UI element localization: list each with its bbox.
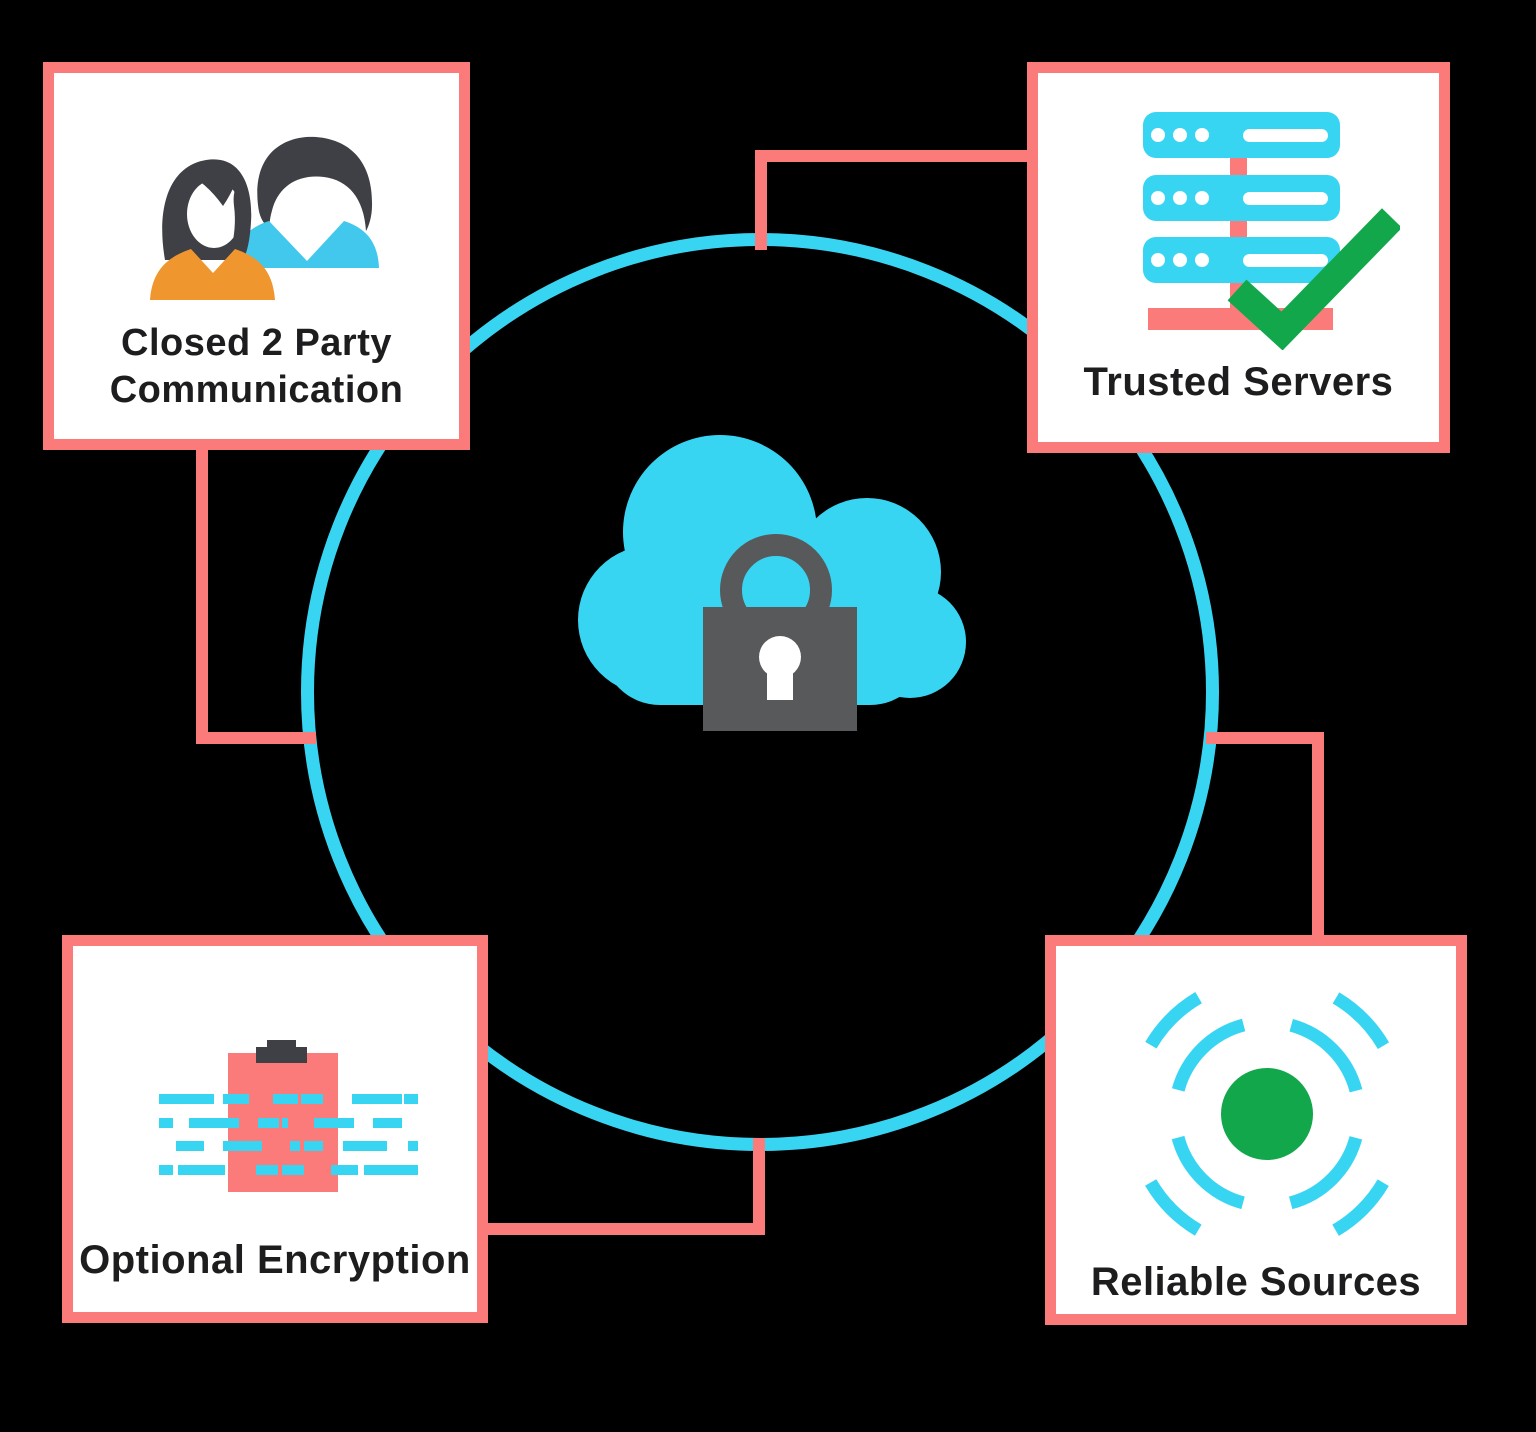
connector-bottom-left-vertical (753, 1138, 765, 1235)
cipher-text-dashes (159, 1094, 418, 1175)
encrypted-clipboard-icon (159, 1040, 418, 1192)
node-label-closed-2-party: Closed 2 Party Communication (54, 320, 459, 414)
label-line-2: Communication (109, 369, 404, 411)
server-row-3 (1143, 237, 1340, 283)
checkmark-icon (1227, 208, 1400, 350)
connector-top-left-horizontal (196, 732, 316, 744)
server-check-icon (1143, 112, 1400, 350)
node-reliable-sources: Reliable Sources (1045, 935, 1467, 1325)
connector-top-left-vertical (196, 450, 208, 744)
server-row-1 (1143, 112, 1340, 158)
radar-target-icon (1125, 990, 1409, 1250)
connector-top-right-horizontal (755, 150, 1033, 162)
server-row-2 (1143, 175, 1340, 221)
connector-bottom-left-horizontal (483, 1223, 765, 1235)
node-optional-encryption: Optional Encryption (62, 935, 488, 1323)
connector-top-right-vertical (755, 150, 767, 250)
node-trusted-servers: Trusted Servers (1027, 62, 1450, 453)
node-label-trusted-servers: Trusted Servers (1083, 360, 1394, 404)
connector-bottom-right-horizontal (1206, 732, 1324, 744)
node-label-optional-encryption: Optional Encryption (79, 1238, 471, 1282)
node-closed-2-party-communication: Closed 2 Party Communication (43, 62, 470, 450)
label-line-1: Closed 2 Party (121, 322, 392, 364)
connector-bottom-right-vertical (1312, 732, 1324, 942)
node-label-reliable-sources: Reliable Sources (1090, 1260, 1422, 1304)
cloud-lock-icon (578, 435, 966, 731)
two-people-icon (150, 136, 379, 300)
